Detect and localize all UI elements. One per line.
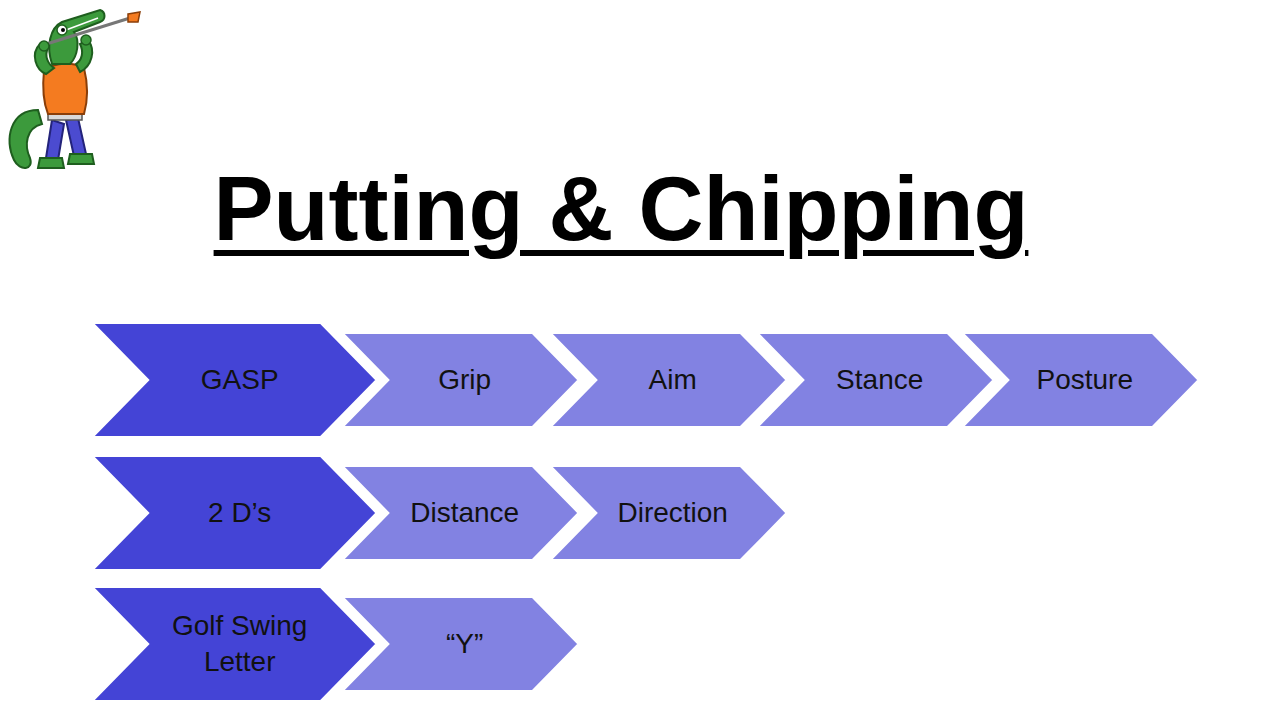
item-chevron: Direction [548,465,788,561]
category-chevron: 2 D’s [90,455,378,571]
chevron-shape [90,586,378,702]
chevron-outline [340,332,580,428]
chevron-text-area: Stance [755,332,995,428]
item-label: Distance [410,495,519,531]
chevron-outline [755,332,995,428]
chevron-outline [340,596,580,692]
chevron-outline [960,332,1200,428]
chevron-outline [548,465,788,561]
item-chevron: Aim [548,332,788,428]
chevron-text-area: Aim [548,332,788,428]
category-chevron: Golf Swing Letter [90,586,378,702]
item-label: Direction [617,495,727,531]
chevron-text-area: 2 D’s [90,455,378,571]
slide-title: Putting & Chipping [0,160,1242,259]
item-label: Stance [836,362,923,398]
category-label: 2 D’s [208,495,271,531]
chevron-text-area: Direction [548,465,788,561]
chevron-text-area: Posture [960,332,1200,428]
chevron-text-area: GASP [90,322,378,438]
chevron-outline [340,465,580,561]
chevron-outline [90,322,378,438]
item-label: Aim [649,362,697,398]
item-label: Grip [438,362,491,398]
chevron-outline [90,455,378,571]
chevron-outline [548,332,788,428]
chevron-text-area: Golf Swing Letter [90,586,378,702]
item-chevron: Posture [960,332,1200,428]
item-label: Posture [1036,362,1133,398]
category-label: GASP [201,362,279,398]
category-chevron: GASP [90,322,378,438]
gator-golfer-illustration [0,0,160,190]
item-label: “Y” [446,626,483,662]
chevron-outline [90,586,378,702]
item-chevron: Stance [755,332,995,428]
category-label: Golf Swing Letter [133,608,347,681]
